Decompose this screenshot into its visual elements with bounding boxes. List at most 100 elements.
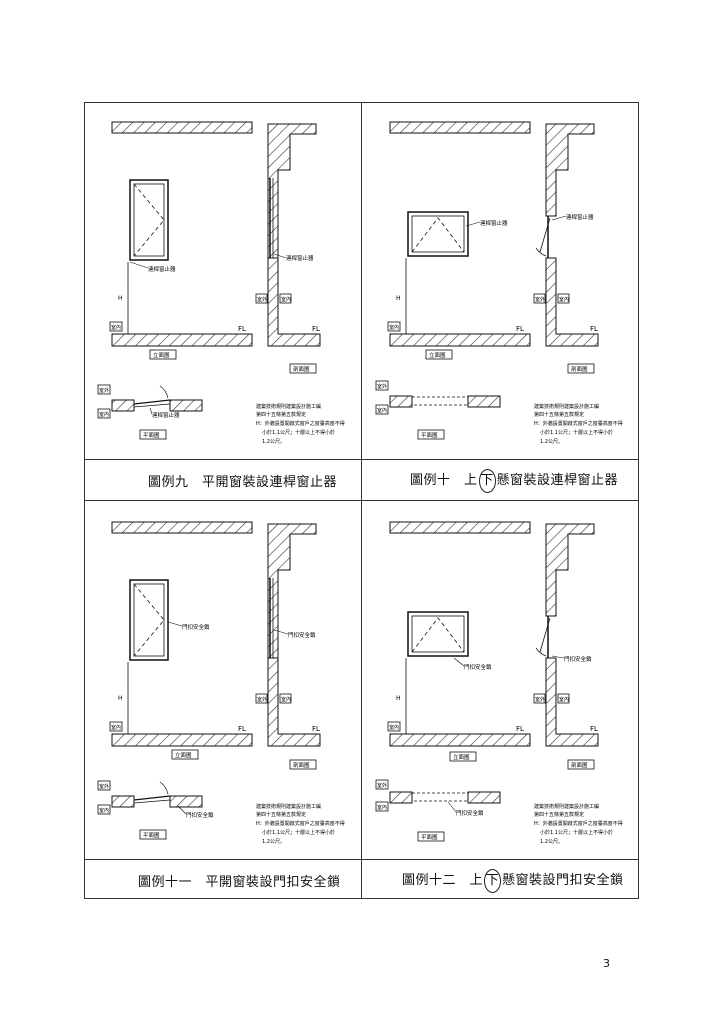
grid-divider-middle (85, 500, 638, 501)
h-label: H (118, 295, 123, 302)
figure-grid (84, 102, 639, 899)
outdoor-label: 室外 (535, 696, 545, 703)
diagram-figure-12: 門扣安全鎖 H 室內 立面圖 門扣安全鎖 室外 室內 FL FL 剖面圖 室外 … (375, 521, 623, 845)
plan-label: 平面圖 (421, 834, 438, 841)
outdoor-label: 室外 (99, 387, 109, 394)
indoor-label: 室內 (281, 296, 291, 303)
indoor-label: 室內 (99, 807, 109, 814)
caption-figure-10: 圖例十 上下懸窗裝設連桿窗止器 (410, 469, 618, 493)
plan-wall-left (389, 791, 413, 804)
elevation-label: 立面圖 (153, 351, 170, 359)
outdoor-label: 室外 (535, 296, 545, 303)
indoor-label: 室內 (281, 696, 291, 703)
plan-label: 平面圖 (143, 832, 160, 839)
ceiling-slab (389, 521, 531, 534)
elevation-label: 立面圖 (429, 351, 446, 359)
device-label-section: 連桿窗止器 (286, 254, 314, 262)
wall-section-upper (267, 123, 317, 259)
wall-section-upper (545, 523, 595, 617)
plan-wall-right (467, 791, 501, 804)
plan-wall-right (169, 399, 203, 412)
note-line-4: 小於1.1公尺；十層以上不得小於 (262, 429, 335, 436)
grid-divider-caption-1 (85, 459, 638, 460)
floor-slab (389, 733, 531, 747)
device-label-section: 連桿窗止器 (566, 213, 594, 221)
note-line-1: 建築技術規則建築設計施工編 (256, 403, 321, 410)
indoor-label: 室內 (377, 804, 387, 811)
note-line-5: 1.2公尺。 (540, 839, 563, 845)
circled-char: 下 (484, 869, 502, 893)
note-line-4: 小於1.1公尺；十層以上不得小於 (540, 829, 613, 836)
note-line-5: 1.2公尺。 (540, 439, 563, 445)
caption-figure-9: 圖例九 平開窗裝設連桿窗止器 (148, 475, 338, 490)
indoor-label: 室內 (389, 324, 399, 331)
device-label-plan: 連桿窗止器 (152, 411, 180, 419)
section-label: 剖面圖 (293, 761, 310, 769)
device-label: 門扣安全鎖 (464, 663, 492, 671)
note-line-2: 第四十五條第五款規定 (256, 811, 306, 818)
section-label: 剖面圖 (571, 761, 588, 769)
note-line-1: 建築技術規則建築設計施工編 (534, 403, 599, 410)
note-line-2: 第四十五條第五款規定 (256, 411, 306, 418)
note-line-3: H：外牆設置開啟式窗戶之窗臺高度不得 (534, 820, 623, 827)
indoor-label: 室內 (99, 411, 109, 418)
wall-section-lower (545, 257, 599, 347)
diagram-figure-9: H 連桿窗止器 室內 立面圖 連桿窗止器 室外 室內 FL FL 剖面圖 室外 … (97, 121, 345, 445)
ceiling-slab (389, 121, 531, 134)
fl-label: FL (590, 725, 598, 733)
elevation-label: 立面圖 (453, 753, 470, 761)
floor-slab (111, 333, 253, 347)
casement-window (129, 179, 169, 261)
ceiling-slab (111, 121, 253, 134)
note-line-4: 小於1.1公尺；十層以上不得小於 (262, 829, 335, 836)
outdoor-label: 室外 (377, 782, 387, 789)
device-label: 門扣安全鎖 (182, 623, 210, 631)
note-line-2: 第四十五條第五款規定 (534, 411, 584, 418)
caption-figure-12: 圖例十二 上下懸窗裝設門扣安全鎖 (402, 869, 624, 893)
plan-window (411, 396, 469, 406)
plan-wall-right (169, 795, 203, 808)
h-label: H (118, 695, 123, 702)
note-line-2: 第四十五條第五款規定 (534, 811, 584, 818)
outdoor-label: 室外 (257, 296, 267, 303)
fl-label: FL (238, 725, 246, 733)
device-label: 連桿窗止器 (480, 219, 508, 227)
section-label: 剖面圖 (571, 365, 588, 373)
note-line-3: H：外牆設置開啟式窗戶之窗臺高度不得 (256, 420, 345, 427)
fl-label: FL (516, 325, 524, 333)
plan-wall-left (111, 399, 135, 412)
hung-window (407, 211, 469, 257)
grid-divider-caption-2 (85, 859, 638, 860)
indoor-label: 室內 (377, 407, 387, 414)
note-line-3: H：外牆設置開啟式窗戶之窗臺高度不得 (256, 820, 345, 827)
device-label-plan: 門扣安全鎖 (186, 811, 214, 819)
circled-char: 下 (478, 469, 496, 493)
device-label-section: 門扣安全鎖 (288, 631, 316, 639)
floor-slab (111, 733, 253, 747)
wall-section-lower (267, 257, 321, 347)
plan-wall-left (111, 795, 135, 808)
outdoor-label: 室外 (99, 783, 109, 790)
indoor-label: 室內 (559, 296, 569, 303)
fl-label: FL (238, 325, 246, 333)
indoor-label: 室內 (389, 724, 399, 731)
plan-window (411, 792, 469, 802)
section-label: 剖面圖 (293, 365, 310, 373)
device-label: 連桿窗止器 (148, 265, 176, 273)
device-label-plan: 門扣安全鎖 (456, 809, 484, 817)
diagram-figure-11: 門扣安全鎖 H 室內 立面圖 門扣安全鎖 室外 室內 FL FL 剖面圖 室外 … (97, 521, 345, 845)
note-line-5: 1.2公尺。 (262, 439, 285, 445)
plan-wall-left (389, 395, 413, 408)
note-line-1: 建築技術規則建築設計施工編 (256, 803, 321, 810)
note-line-1: 建築技術規則建築設計施工編 (534, 803, 599, 810)
outdoor-label: 室外 (377, 383, 387, 390)
fl-label: FL (312, 325, 320, 333)
note-line-4: 小於1.1公尺；十層以上不得小於 (540, 429, 613, 436)
casement-window (129, 579, 169, 661)
caption-figure-11: 圖例十一 平開窗裝設門扣安全鎖 (138, 875, 341, 890)
fl-label: FL (312, 725, 320, 733)
device-label-section: 門扣安全鎖 (564, 655, 592, 663)
plan-label: 平面圖 (143, 432, 160, 439)
hung-window (407, 611, 469, 657)
